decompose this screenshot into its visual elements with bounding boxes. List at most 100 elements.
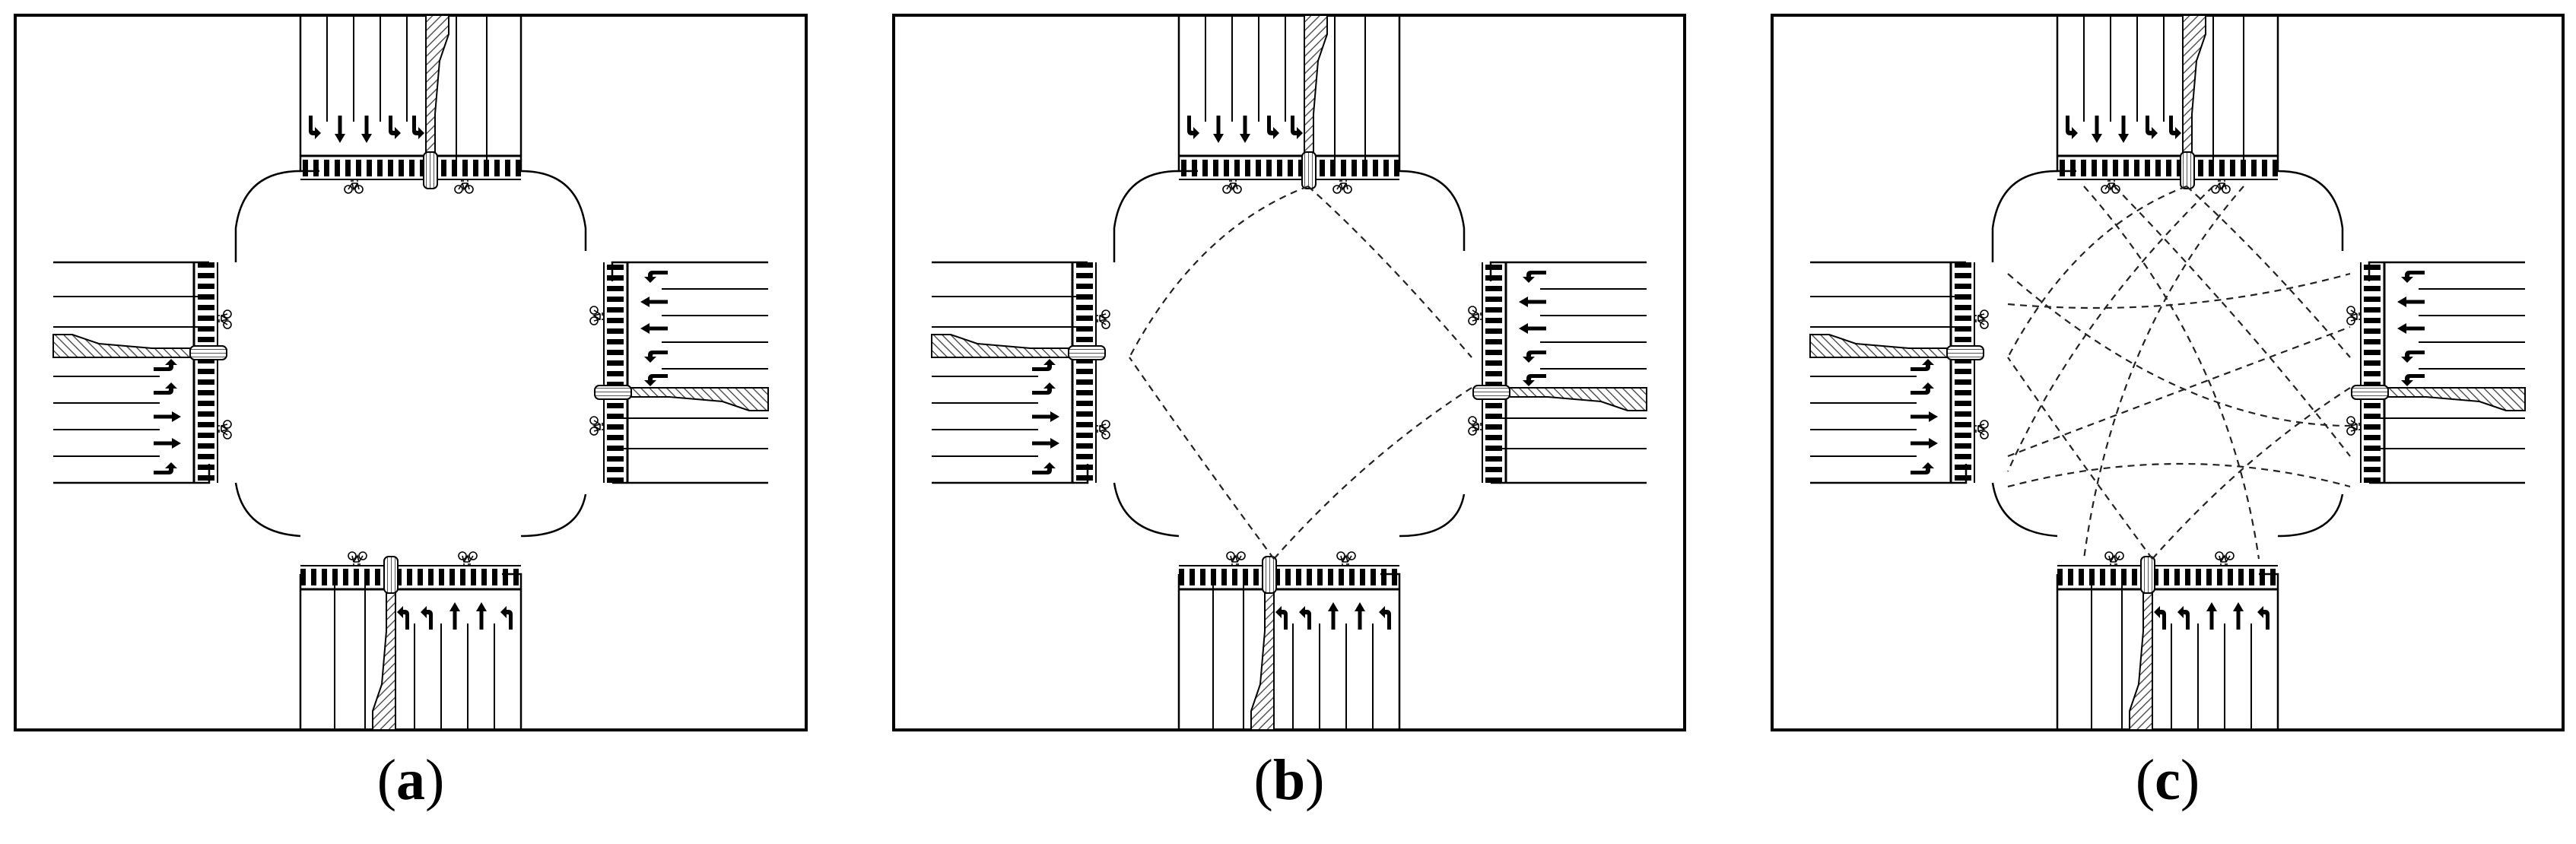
panel-a: (a) xyxy=(0,0,821,844)
west-arm-zebra-crosswalk xyxy=(198,294,214,300)
west-arm-zebra-crosswalk xyxy=(1076,433,1093,438)
east-arm-zebra-crosswalk xyxy=(1485,478,1502,483)
north-arm-zebra-crosswalk xyxy=(2155,160,2161,176)
crossing-path-1 xyxy=(2006,186,2214,472)
south-arm-zebra-crosswalk xyxy=(2217,569,2222,585)
east-arm-zebra-crosswalk xyxy=(607,318,624,323)
turning-path-3 xyxy=(1129,357,1275,560)
north-arm-zebra-crosswalk xyxy=(1320,160,1325,176)
east-arm-zebra-crosswalk xyxy=(607,265,624,270)
south-arm-zebra-crosswalk xyxy=(354,569,359,585)
north-arm-zebra-crosswalk xyxy=(1277,160,1282,176)
west-arm-zebra-crosswalk xyxy=(198,369,214,374)
south-arm-zebra-crosswalk xyxy=(1328,569,1333,585)
north-arm-zebra-crosswalk xyxy=(377,160,383,176)
north-arm-zebra-crosswalk xyxy=(313,160,319,176)
west-arm-left-edge xyxy=(1810,464,1968,484)
east-arm-zebra-crosswalk xyxy=(1485,403,1502,408)
west-arm-zebra-crosswalk xyxy=(198,422,214,427)
west-arm-zebra-crosswalk xyxy=(1076,284,1093,289)
north-arm-zebra-crosswalk xyxy=(1330,160,1336,176)
east-arm-zebra-crosswalk xyxy=(607,328,624,334)
south-arm-zebra-crosswalk xyxy=(492,569,497,585)
east-arm-zebra-crosswalk xyxy=(607,446,624,451)
south-arm-zebra-crosswalk xyxy=(2196,569,2201,585)
east-arm-zebra-crosswalk xyxy=(2364,403,2381,408)
east-arm-zebra-crosswalk xyxy=(2364,350,2381,355)
corner-curb-3 xyxy=(1991,482,2058,538)
west-arm-zebra-crosswalk xyxy=(1076,390,1093,395)
south-arm-zebra-crosswalk xyxy=(2057,569,2063,585)
west-arm xyxy=(931,261,1110,484)
south-arm-zebra-crosswalk xyxy=(311,569,316,585)
north-arm-pedestrian-refuge xyxy=(2180,151,2195,189)
west-arm-zebra-crosswalk xyxy=(1955,443,1971,449)
west-arm-zebra-crosswalk xyxy=(1955,475,1971,481)
east-arm-zebra-crosswalk xyxy=(607,339,624,344)
south-arm-zebra-crosswalk xyxy=(1190,569,1195,585)
east-arm-zebra-crosswalk xyxy=(2364,424,2381,430)
north-arm-zebra-crosswalk xyxy=(505,160,510,176)
west-arm-zebra-crosswalk xyxy=(1955,379,1971,385)
south-arm-zebra-crosswalk xyxy=(439,569,444,585)
east-arm-zebra-crosswalk xyxy=(1485,318,1502,323)
north-arm-left-edge xyxy=(1177,15,1198,173)
north-arm-zebra-crosswalk xyxy=(2219,160,2225,176)
west-arm-zebra-crosswalk xyxy=(198,401,214,406)
north-arm-zebra-crosswalk xyxy=(1224,160,1229,176)
west-arm-zebra-crosswalk xyxy=(1955,465,1971,470)
west-arm-zebra-crosswalk xyxy=(1955,326,1971,332)
north-arm-zebra-crosswalk xyxy=(1341,160,1346,176)
west-arm-zebra-crosswalk xyxy=(198,411,214,417)
west-arm-zebra-crosswalk xyxy=(1955,294,1971,300)
east-arm-pedestrian-refuge xyxy=(1472,385,1510,400)
east-arm-zebra-crosswalk xyxy=(1485,456,1502,462)
east-arm xyxy=(1468,261,1647,484)
east-arm-zebra-crosswalk xyxy=(1485,360,1502,366)
east-arm-zebra-crosswalk xyxy=(607,424,624,430)
north-arm-zebra-crosswalk xyxy=(2262,160,2267,176)
south-arm-zebra-crosswalk xyxy=(2111,569,2116,585)
east-arm-zebra-crosswalk xyxy=(607,360,624,366)
north-arm-left-edge xyxy=(2056,15,2076,173)
north-arm-left-edge xyxy=(299,15,319,173)
south-arm-zebra-crosswalk xyxy=(332,569,338,585)
east-arm-zebra-crosswalk xyxy=(2364,435,2381,440)
south-arm-zebra-crosswalk xyxy=(471,569,476,585)
corner-curb-1 xyxy=(1113,170,1180,262)
south-arm-zebra-crosswalk xyxy=(300,569,306,585)
east-arm-left-edge xyxy=(2368,261,2525,281)
east-arm-zebra-crosswalk xyxy=(2364,339,2381,344)
turning-path-1 xyxy=(2007,185,2187,358)
south-arm-zebra-crosswalk xyxy=(2079,569,2084,585)
west-arm-zebra-crosswalk xyxy=(198,316,214,321)
south-arm-pedestrian-refuge xyxy=(1262,556,1277,594)
south-arm xyxy=(1177,551,1401,731)
east-arm-zebra-crosswalk xyxy=(1485,350,1502,355)
north-arm xyxy=(2056,14,2279,194)
south-arm-zebra-crosswalk xyxy=(1349,569,1355,585)
west-arm-zebra-crosswalk xyxy=(1076,326,1093,332)
north-arm-zebra-crosswalk xyxy=(2177,160,2182,176)
east-arm-zebra-crosswalk xyxy=(2364,456,2381,462)
south-arm-zebra-crosswalk xyxy=(428,569,434,585)
corner-curb-2 xyxy=(2277,170,2344,251)
north-arm-zebra-crosswalk xyxy=(2209,160,2214,176)
north-arm-zebra-crosswalk xyxy=(1352,160,1357,176)
turning-path-3 xyxy=(2007,357,2153,560)
south-arm-left-edge xyxy=(502,573,523,730)
west-arm-zebra-crosswalk xyxy=(1076,305,1093,310)
east-arm-zebra-crosswalk xyxy=(2364,286,2381,291)
intersection-diagram-c xyxy=(1771,14,2565,731)
south-arm-zebra-crosswalk xyxy=(2206,569,2212,585)
north-arm-zebra-crosswalk xyxy=(399,160,404,176)
west-arm xyxy=(1809,261,1989,484)
south-arm-left-edge xyxy=(2259,573,2279,730)
south-arm-zebra-crosswalk xyxy=(2185,569,2190,585)
corner-curb-3 xyxy=(1113,482,1180,538)
east-arm-zebra-crosswalk xyxy=(2364,275,2381,281)
north-arm-zebra-crosswalk xyxy=(367,160,372,176)
north-arm-zebra-crosswalk xyxy=(409,160,415,176)
north-arm-zebra-crosswalk xyxy=(2081,160,2086,176)
west-arm-left-edge xyxy=(53,464,211,484)
